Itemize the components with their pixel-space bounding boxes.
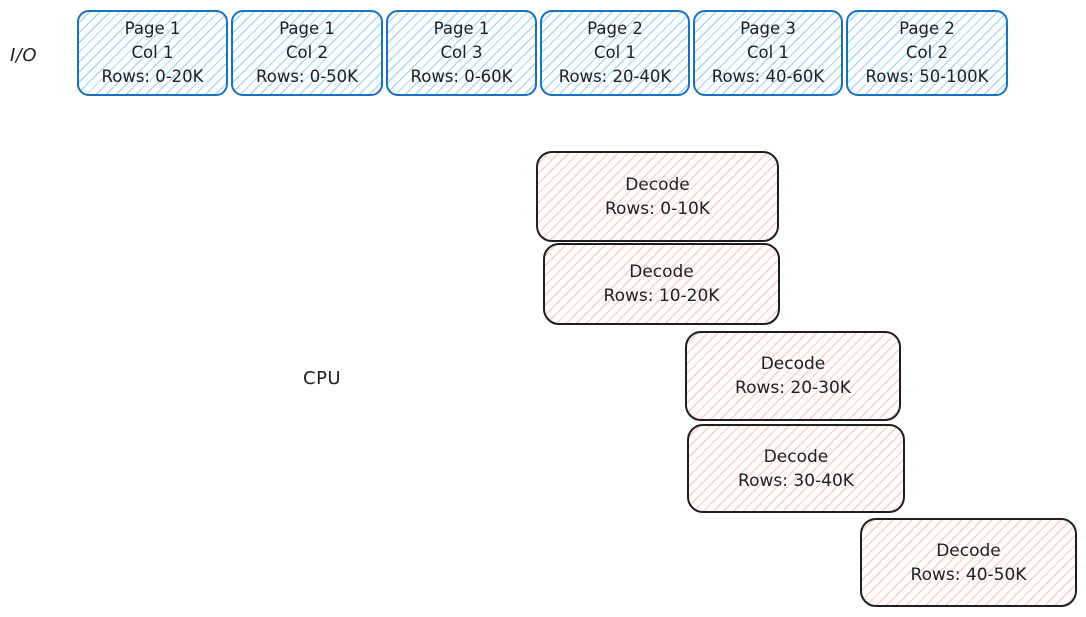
io-page-column: Col 1 — [747, 43, 789, 62]
io-page-column: Col 1 — [131, 43, 174, 62]
io-page-title: Page 2 — [899, 19, 955, 38]
decode-rows: Rows: 10-20K — [603, 286, 720, 306]
io-page-rows: Rows: 40-60K — [711, 67, 825, 86]
io-page-rows: Rows: 0-20K — [101, 67, 204, 86]
io-page-title: Page 1 — [124, 19, 181, 38]
io-page-box: Page 1 Col 1 Rows: 0-20K — [77, 10, 228, 96]
io-page-column: Col 3 — [440, 43, 483, 62]
cpu-decode-box: Decode Rows: 30-40K — [687, 424, 905, 513]
io-page-box: Page 2 Col 2 Rows: 50-100K — [846, 10, 1008, 96]
io-page-title: Page 3 — [740, 19, 796, 38]
cpu-decode-box: Decode Rows: 10-20K — [543, 243, 780, 325]
io-page-box: Page 1 Col 2 Rows: 0-50K — [231, 10, 383, 96]
io-page-box: Page 1 Col 3 Rows: 0-60K — [386, 10, 537, 96]
decode-label: Decode — [629, 262, 694, 282]
io-page-rows: Rows: 50-100K — [865, 67, 989, 86]
decode-label: Decode — [625, 174, 690, 195]
decode-rows: Rows: 40-50K — [910, 564, 1027, 585]
io-page-column: Col 2 — [286, 43, 328, 62]
cpu-decode-box: Decode Rows: 20-30K — [685, 331, 901, 421]
io-page-rows: Rows: 20-40K — [558, 67, 672, 86]
io-page-column: Col 1 — [594, 43, 636, 62]
io-page-box: Page 3 Col 1 Rows: 40-60K — [693, 10, 843, 96]
cpu-decode-box: Decode Rows: 40-50K — [860, 518, 1077, 607]
decode-rows: Rows: 30-40K — [738, 470, 854, 491]
io-page-title: Page 1 — [279, 19, 335, 38]
decode-label: Decode — [936, 540, 1001, 561]
io-page-rows: Rows: 0-60K — [410, 67, 513, 86]
decode-rows: Rows: 0-10K — [604, 198, 711, 219]
io-page-rows: Rows: 0-50K — [256, 67, 358, 86]
cpu-decode-box: Decode Rows: 0-10K — [536, 151, 779, 242]
io-page-box: Page 2 Col 1 Rows: 20-40K — [540, 10, 690, 96]
io-page-title: Page 2 — [587, 19, 643, 38]
decode-label: Decode — [763, 446, 829, 467]
decode-rows: Rows: 20-30K — [735, 378, 851, 398]
cpu-lane-label: CPU — [303, 368, 342, 389]
io-lane-label: I/O — [10, 45, 38, 66]
io-page-column: Col 2 — [906, 43, 948, 62]
decode-label: Decode — [760, 354, 826, 374]
io-page-title: Page 1 — [433, 19, 490, 38]
